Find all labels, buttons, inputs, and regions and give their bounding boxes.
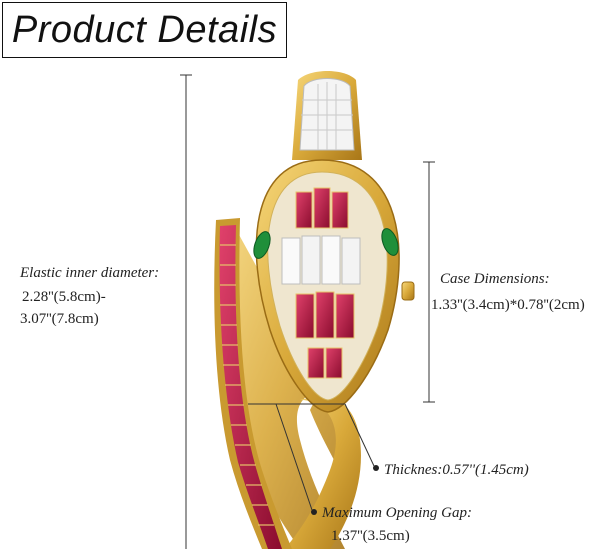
bangle-band: [216, 222, 350, 549]
case-dimensions-label: Case Dimensions:: [440, 271, 550, 287]
upper-rubies: [295, 187, 349, 229]
left-eye-emerald: [253, 231, 271, 259]
lower-rubies: [295, 291, 355, 379]
inner-diameter-line1: 2.28''(5.8cm)-: [22, 289, 106, 305]
opening-gap-value: 1.37''(3.5cm): [331, 528, 410, 544]
inner-diameter-line2: 3.07''(7.8cm): [20, 311, 99, 327]
thickness-marker: [373, 465, 379, 471]
ruby-strip-dividers: [220, 244, 274, 526]
dimension-lines: [180, 74, 435, 549]
inner-diameter-label: Elastic inner diameter:: [20, 265, 160, 281]
ruby-strip: [219, 225, 282, 549]
case-dimensions-value: 1.33''(3.4cm)*0.78''(2cm): [431, 297, 585, 313]
white-baguettes: [281, 235, 361, 285]
page-title: Product Details: [11, 8, 278, 51]
bangle-outer-curve: [285, 395, 361, 549]
title-box: Product Details: [2, 2, 287, 58]
gap-marker: [311, 509, 317, 515]
opening-gap-label: Maximum Opening Gap:: [322, 505, 472, 521]
thickness-label: Thicknes:0.57''(1.45cm): [384, 462, 529, 478]
right-eye-emerald: [381, 228, 399, 256]
watch-crown: [401, 281, 415, 301]
tail-baguettes: [301, 82, 353, 150]
